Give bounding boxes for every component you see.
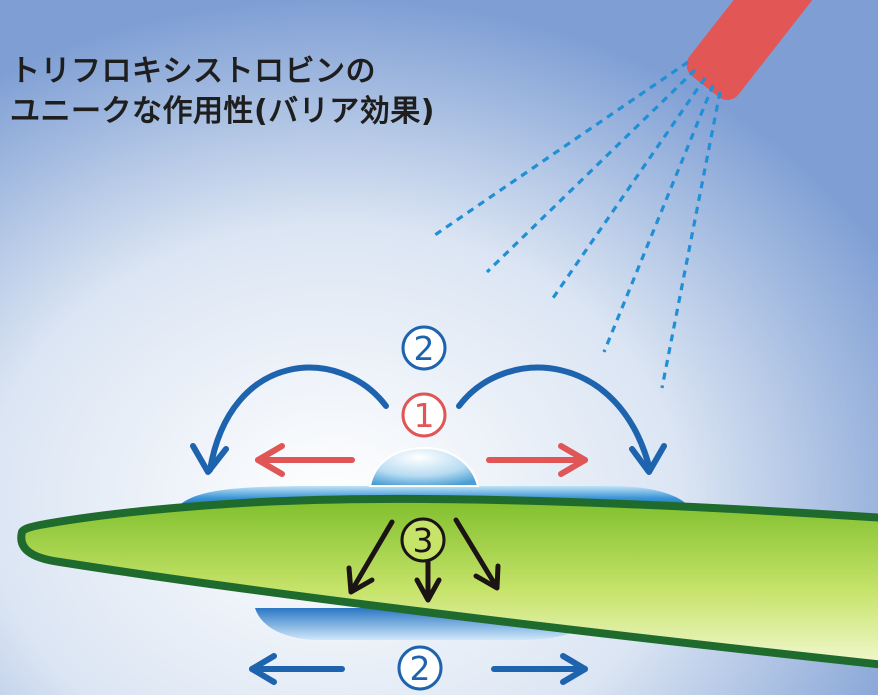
marker-2-bottom: 2 [397, 645, 443, 691]
spray-lines [431, 60, 722, 389]
svg-text:2: 2 [414, 329, 435, 368]
droplet [368, 446, 480, 487]
title-line-1: トリフロキシストロビンの [10, 54, 376, 89]
leaf [17, 494, 878, 669]
red-spread-arrows [255, 443, 588, 477]
marker-2-top: 2 [401, 325, 447, 371]
marker-1: 1 [401, 392, 447, 438]
sprayer-nozzle [686, 0, 835, 100]
marker-3: 3 [400, 517, 446, 563]
title-line-2: ユニークな作用性(バリア効果) [10, 94, 435, 129]
underside-spread-arrows [249, 653, 588, 685]
penetration-arrows [346, 517, 501, 603]
svg-text:1: 1 [414, 396, 435, 435]
svg-text:2: 2 [410, 649, 431, 688]
svg-text:3: 3 [413, 521, 434, 560]
diagram-title: トリフロキシストロビンの ユニークな作用性(バリア効果) [10, 52, 435, 132]
blue-vapor-arrows [190, 364, 667, 475]
